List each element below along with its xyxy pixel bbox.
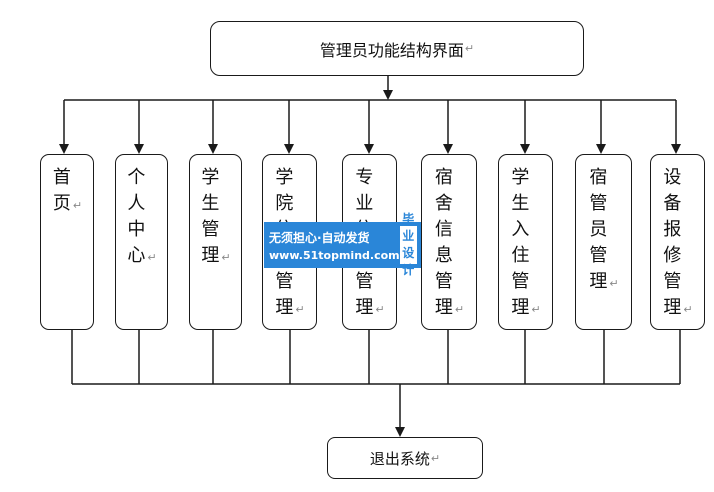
module-box: 设备报修管理↵ [650, 154, 705, 330]
module-label: 个人中心 [127, 167, 146, 266]
watermark-badge-line1: 毕业 [402, 212, 415, 243]
watermark-line1: 无须担心·自动发货 [269, 230, 370, 245]
module-label: 学生管理 [201, 167, 220, 266]
module-box: 首页↵ [40, 154, 94, 330]
module-box: 学生管理↵ [189, 154, 242, 330]
module-label: 宿管员管理 [589, 167, 608, 292]
return-mark: ↵ [531, 303, 541, 316]
return-mark: ↵ [454, 303, 465, 316]
watermark-badge: 毕业 设计 [399, 212, 417, 277]
return-mark: ↵ [295, 303, 305, 316]
return-mark: ↵ [147, 251, 157, 264]
return-mark: ↵ [430, 451, 441, 465]
watermark-line2: www.51topmind.com [269, 248, 400, 262]
module-label: 设备报修管理 [663, 167, 682, 318]
top-box: 管理员功能结构界面↵ [210, 21, 584, 76]
exit-system-box: 退出系统↵ [327, 437, 483, 479]
module-box: 宿舍信息管理↵ [421, 154, 477, 330]
module-return-lines [71, 330, 681, 384]
module-box: 宿管员管理↵ [575, 154, 632, 330]
module-label: 学生入住管理 [511, 167, 530, 318]
return-mark: ↵ [464, 42, 475, 55]
exit-system-label: 退出系统 [369, 449, 430, 468]
top-box-label: 管理员功能结构界面 [319, 40, 464, 60]
return-mark: ↵ [609, 277, 619, 290]
module-arrows [59, 100, 681, 154]
return-mark: ↵ [221, 251, 231, 264]
module-label: 首页 [52, 167, 71, 214]
watermark-banner: 无须担心·自动发货 www.51topmind.com 毕业 设计 [264, 212, 421, 277]
module-label: 宿舍信息管理 [434, 167, 453, 318]
module-box: 个人中心↵ [115, 154, 168, 330]
return-mark: ↵ [683, 303, 693, 316]
return-mark: ↵ [72, 199, 83, 212]
return-mark: ↵ [375, 303, 385, 316]
module-box: 学生入住管理↵ [498, 154, 553, 330]
watermark-badge-line2: 设计 [402, 246, 415, 277]
